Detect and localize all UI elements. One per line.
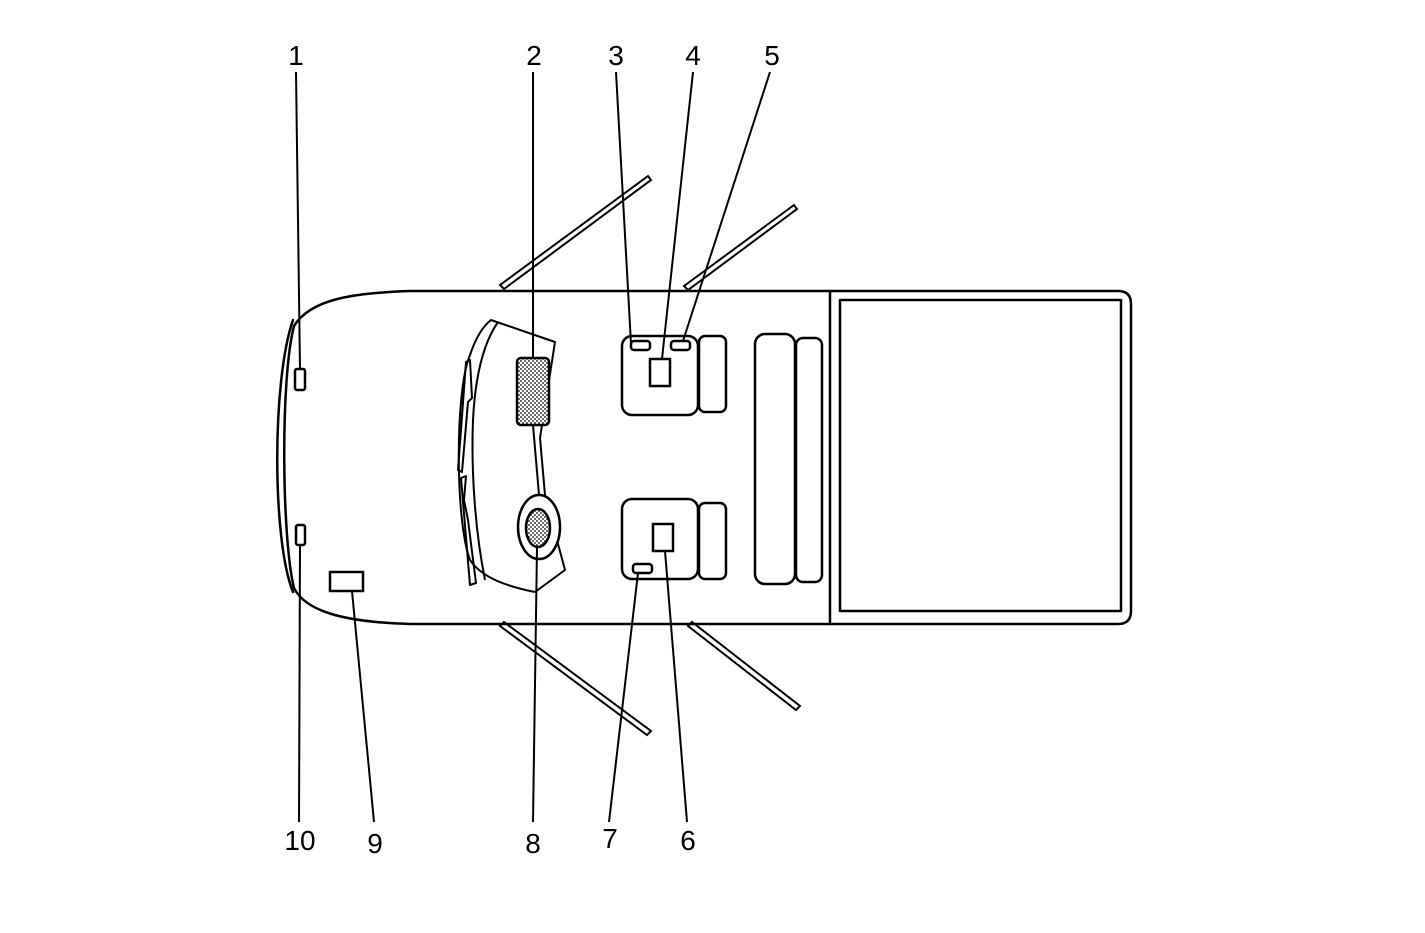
component-8-steering-wheel-airbag [524, 507, 552, 549]
leader-lines [295, 71, 771, 823]
component-10-right-front-sensor [294, 523, 307, 547]
front-right-door-rail [498, 620, 653, 737]
callout-labels: 1 2 3 4 5 6 7 8 9 10 [284, 40, 779, 859]
callout-2: 2 [526, 40, 542, 71]
callout-6: 6 [680, 825, 696, 856]
component-5-seat-sensor [669, 339, 692, 352]
front-bumper-edge [276, 318, 295, 594]
windshield-inner-line [471, 321, 499, 581]
body-outline [282, 289, 1133, 626]
components [293, 339, 692, 593]
callout-3: 3 [608, 40, 624, 71]
rear-bench-left [753, 332, 797, 586]
callout-5: 5 [764, 40, 780, 71]
wiper-upper [457, 359, 473, 473]
cargo-bed [838, 298, 1123, 613]
leader-2-continued [532, 424, 540, 496]
dashboard [457, 319, 566, 593]
leader-9 [351, 590, 375, 823]
callout-4: 4 [685, 40, 701, 71]
callout-7: 7 [602, 823, 618, 854]
leader-4 [661, 71, 694, 360]
rear-bench-right [794, 336, 824, 584]
component-7-seat-sensor [631, 562, 654, 575]
component-2-instrument-panel-airbag [515, 356, 551, 427]
leader-10 [298, 544, 301, 823]
vehicle-body [276, 289, 1133, 626]
dashboard-outline [457, 319, 566, 593]
rear-right-door-rail [686, 620, 802, 712]
front-left-door-rail [498, 174, 653, 291]
callout-8: 8 [525, 828, 541, 859]
component-3-seat-sensor [629, 339, 652, 352]
component-6-seat-module [651, 522, 675, 553]
wiper-lower [460, 475, 477, 586]
passenger-seat-back [697, 501, 728, 581]
leader-5 [682, 71, 771, 342]
component-4-seat-module [648, 357, 672, 388]
leader-8 [532, 546, 538, 823]
leader-3 [615, 71, 632, 345]
component-9-module [328, 570, 365, 593]
leader-7 [608, 572, 639, 823]
component-1-left-front-sensor [293, 367, 307, 392]
leader-1 [295, 71, 301, 370]
callout-1: 1 [288, 40, 304, 71]
callout-9: 9 [367, 828, 383, 859]
leader-6 [664, 550, 688, 823]
driver-seat-back [697, 334, 728, 414]
rear-left-door-rail [682, 203, 799, 292]
callout-10: 10 [284, 825, 315, 856]
